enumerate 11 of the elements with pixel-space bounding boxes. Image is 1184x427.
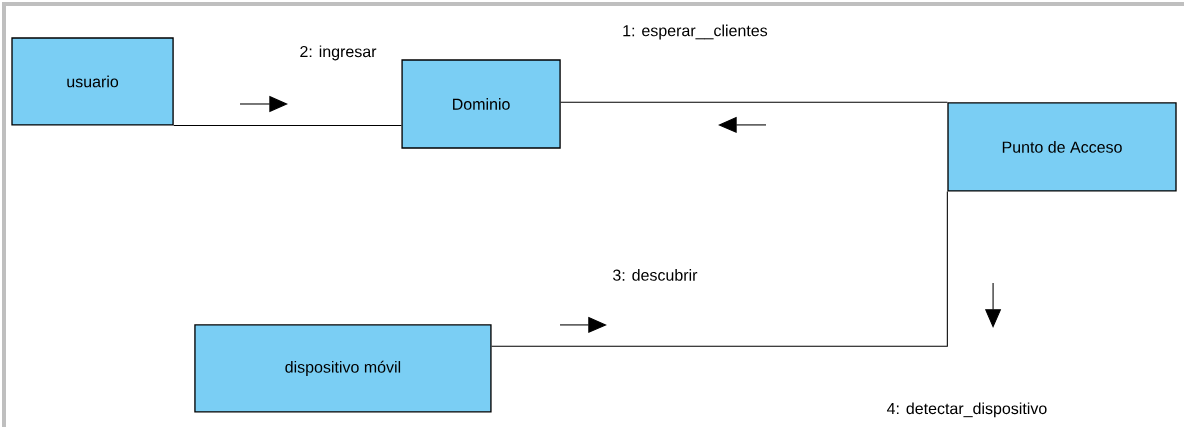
object-box: Punto de Acceso: [947, 102, 1177, 192]
message-label: 3: descubrir: [611, 267, 699, 283]
link-line: [491, 191, 948, 347]
object-box: usuario: [11, 37, 174, 126]
message-label: 2: ingresar: [298, 44, 378, 62]
link-line: [173, 125, 402, 127]
message-label: 1: esperar__clientes: [620, 23, 770, 41]
link-line: [560, 101, 948, 103]
object-box: dispositivo móvil: [194, 324, 492, 413]
message-label: 4: detectar_dispositivo: [885, 401, 1049, 419]
object-box: Dominio: [401, 59, 561, 149]
